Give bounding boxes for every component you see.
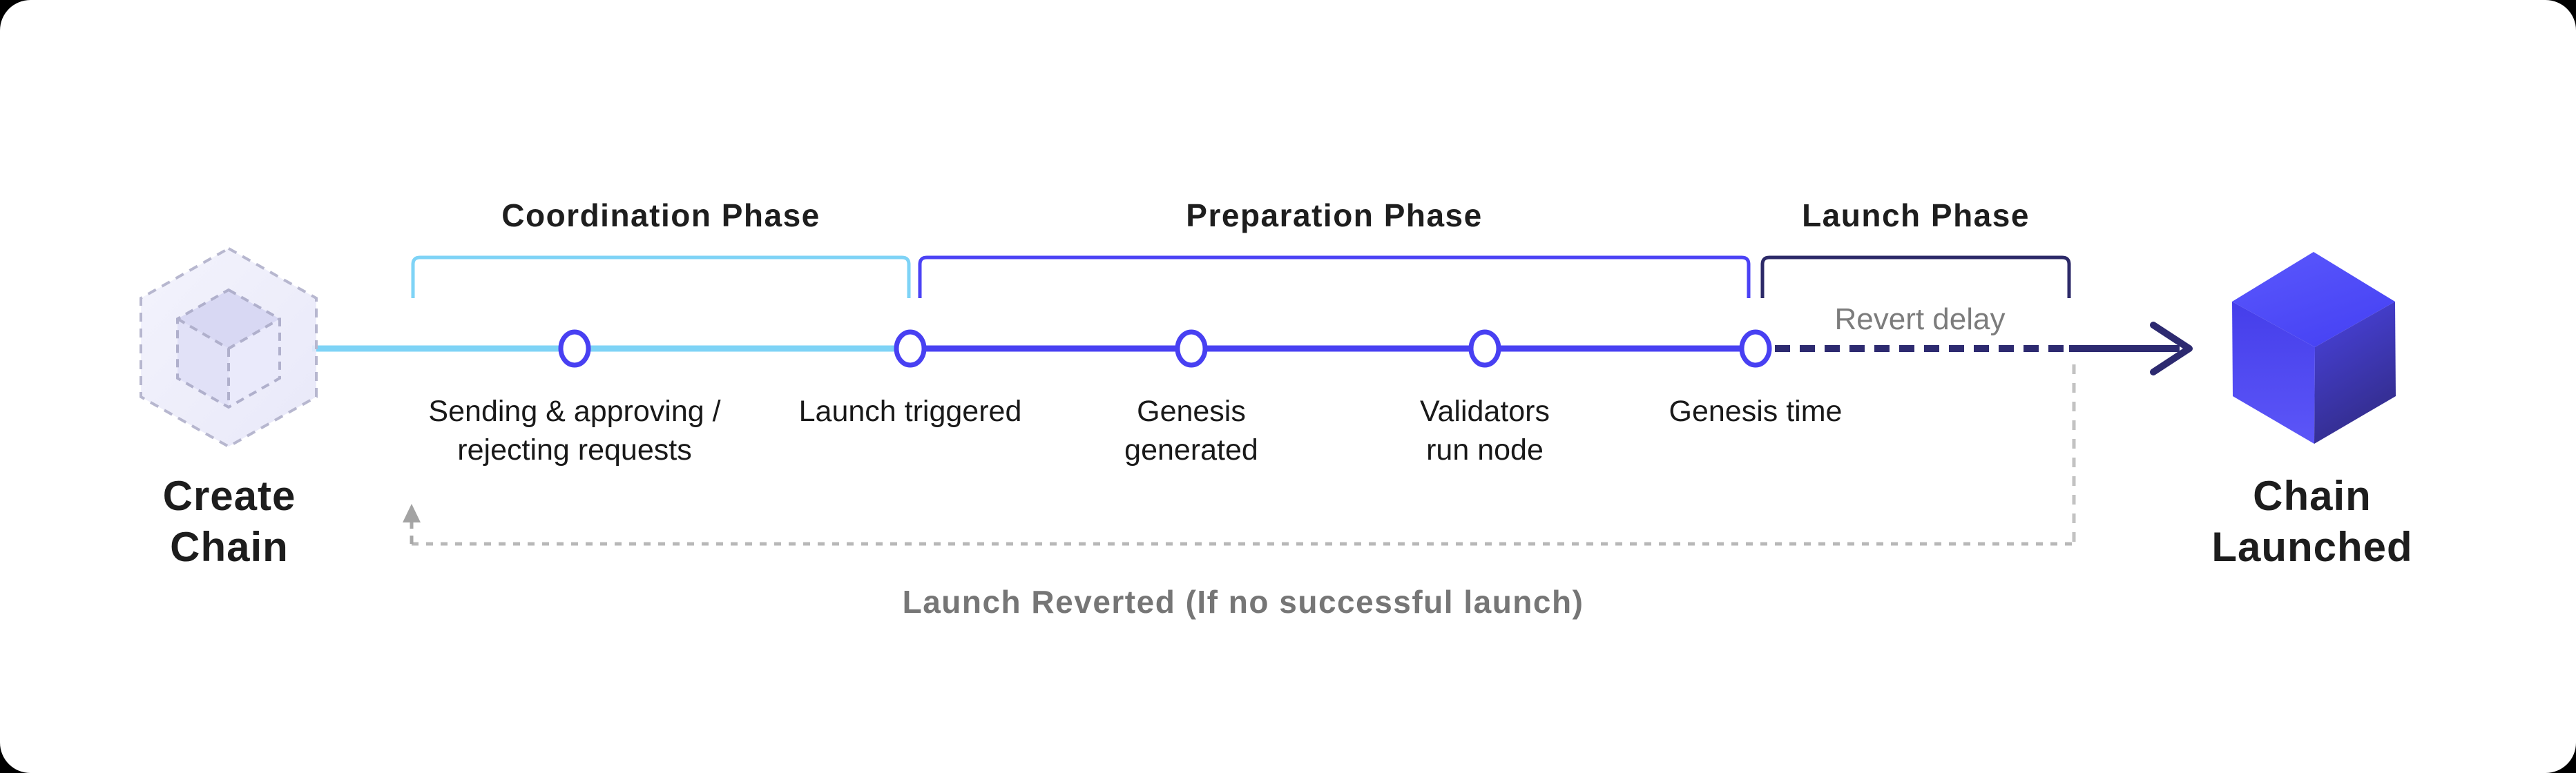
ghost-cube-icon bbox=[140, 246, 318, 449]
milestone-label-requests: Sending & approving / rejecting requests bbox=[428, 395, 721, 467]
coordination-phase-bracket bbox=[411, 255, 911, 298]
launched-cube-left-face bbox=[2232, 302, 2315, 444]
timeline-node-launch-triggered bbox=[894, 329, 927, 368]
milestone-label-launch-triggered: Launch triggered bbox=[798, 395, 1022, 428]
revert-loop bbox=[403, 364, 2076, 546]
launch-phase-bracket bbox=[1760, 255, 2071, 298]
launched-cube-top-face bbox=[2232, 252, 2395, 347]
preparation-phase-bracket bbox=[918, 255, 1751, 298]
phase-label-launch: Launch Phase bbox=[1802, 197, 2030, 233]
timeline-arrowhead-icon bbox=[2150, 322, 2193, 375]
timeline-node-genesis-time bbox=[1739, 329, 1772, 368]
milestone-label-genesis-generated: Genesis generated bbox=[1124, 395, 1258, 467]
timeline-node-requests bbox=[558, 329, 591, 368]
timeline-node-validators-run-node bbox=[1468, 329, 1501, 368]
milestone-label-genesis-time: Genesis time bbox=[1669, 395, 1843, 428]
revert-delay-label: Revert delay bbox=[1834, 302, 2006, 336]
chain-launched-label: Chain Launched bbox=[2211, 473, 2413, 570]
phase-label-preparation: Preparation Phase bbox=[1186, 197, 1483, 233]
revert-loop-arrowhead-icon bbox=[403, 504, 421, 522]
ghost-cube-inner-edges bbox=[176, 317, 281, 407]
launched-cube-right-face bbox=[2314, 302, 2396, 444]
phase-label-coordination: Coordination Phase bbox=[501, 197, 820, 233]
timeline bbox=[312, 322, 2193, 375]
create-chain-label: Create Chain bbox=[162, 473, 296, 570]
launch-reverted-label: Launch Reverted (If no successful launch… bbox=[902, 584, 1584, 620]
milestone-label-validators-run-node: Validators run node bbox=[1419, 395, 1550, 467]
timeline-node-genesis-generated bbox=[1175, 329, 1208, 368]
launched-cube-icon bbox=[2232, 252, 2396, 444]
